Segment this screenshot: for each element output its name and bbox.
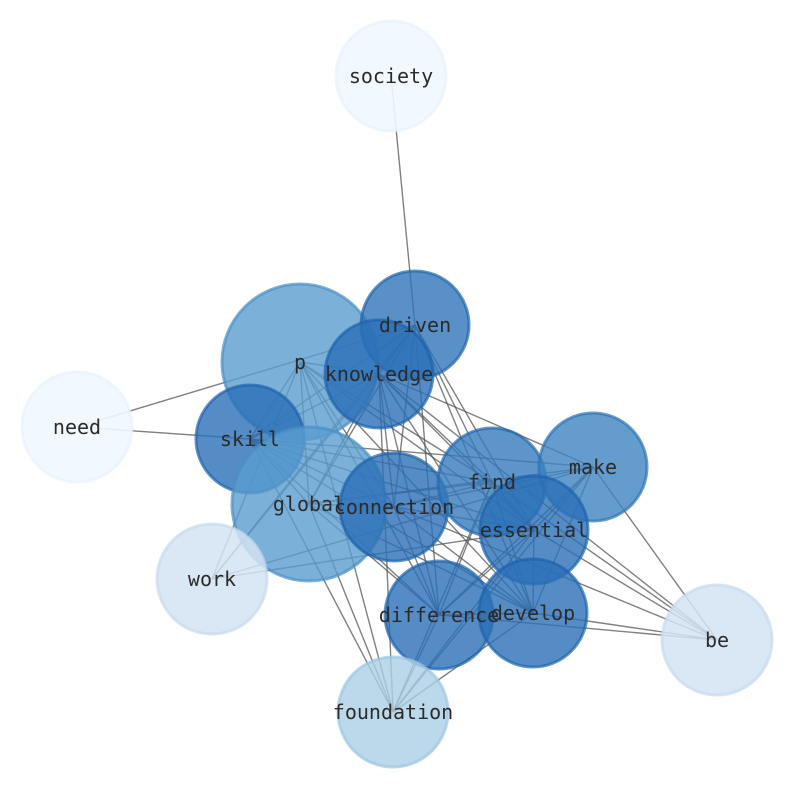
node-label-be: be: [705, 628, 729, 652]
node-label-difference: difference: [379, 603, 499, 627]
node-label-develop: develop: [491, 601, 575, 625]
node-be: [660, 583, 774, 697]
node-label-driven: driven: [379, 313, 451, 337]
node-label-p: p: [294, 350, 306, 374]
node-label-knowledge: knowledge: [325, 362, 433, 386]
node-label-need: need: [53, 415, 101, 439]
node-label-skill: skill: [220, 427, 280, 451]
node-label-foundation: foundation: [333, 700, 453, 724]
label-layer: society p driven knowledge need skill globalco…: [53, 64, 729, 724]
node-foundation: [336, 655, 450, 769]
node-label-society: society: [349, 64, 433, 88]
node-layer: [20, 19, 774, 769]
node-knowledge: [323, 318, 435, 430]
node-need: [20, 370, 134, 484]
node-develop: [477, 557, 589, 669]
node-work: [155, 522, 269, 636]
node-label-find: find: [468, 470, 516, 494]
node-label-make: make: [569, 455, 617, 479]
node-society: [334, 19, 448, 133]
node-label-connection: connection: [334, 495, 454, 519]
node-label-global: global: [273, 492, 345, 516]
node-label-essential: essential: [480, 518, 588, 542]
node-label-work: work: [188, 567, 236, 591]
